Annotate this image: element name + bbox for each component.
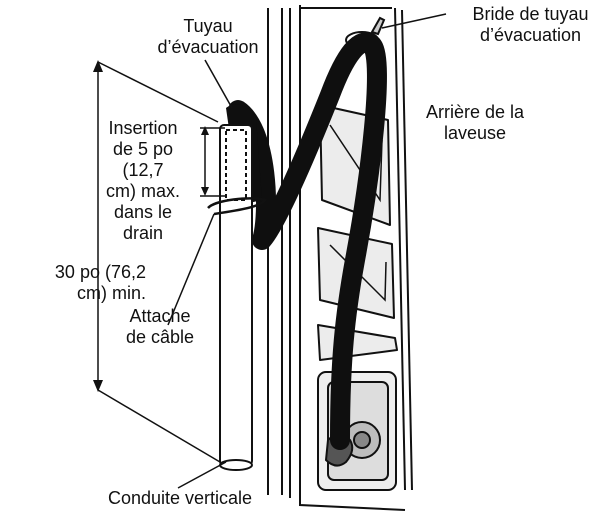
standpipe-graphic xyxy=(219,124,253,471)
cable-tie-graphic xyxy=(207,197,268,216)
cable-tie-label: Attache de câble xyxy=(125,306,195,347)
leader-lines xyxy=(167,13,447,489)
drain-hose-graphic xyxy=(228,32,387,450)
insertion-dimension xyxy=(200,126,225,197)
drain-outlet xyxy=(317,371,397,491)
hose-clamp-label: Bride de tuyau d’évacuation xyxy=(472,4,589,45)
height-label: 30 po (76,2 cm) min. xyxy=(54,262,146,303)
standpipe-label: Conduite verticale xyxy=(107,488,253,508)
height-dimension xyxy=(93,60,221,463)
insertion-label: Insertion de 5 po (12,7 cm) max. dans le… xyxy=(106,118,180,243)
washer-back-label: Arrière de la laveuse xyxy=(425,102,525,143)
drain-hose-label: Tuyau d’évacuation xyxy=(157,16,259,57)
